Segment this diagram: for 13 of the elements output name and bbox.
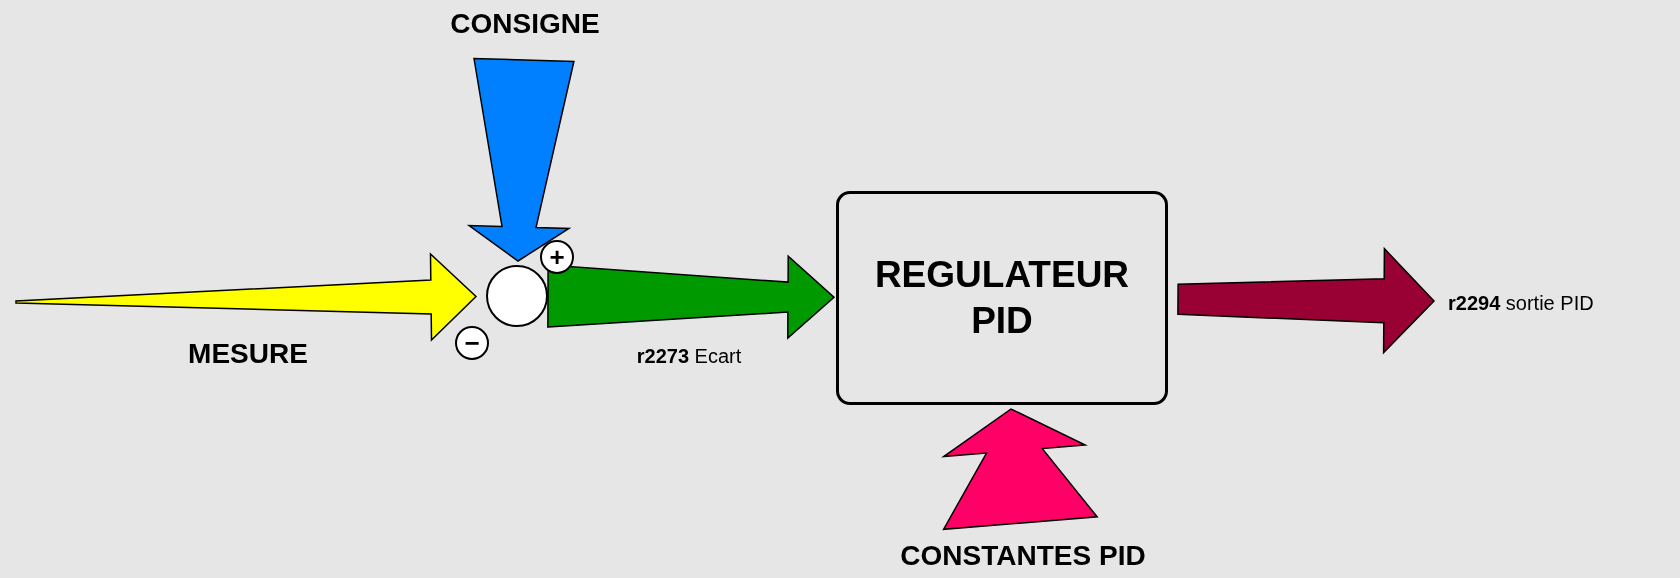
input-label: MESURE [188,337,308,371]
block-arrow [466,57,575,262]
block-arrow [15,252,478,342]
summing-junction [486,265,548,327]
minus-sign: − [455,326,489,360]
plus-sign: + [540,240,574,274]
block-arrow [1177,246,1436,355]
block-arrow [547,254,836,340]
input-label: CONSIGNE [450,7,600,41]
input-label: CONSTANTES PID [900,539,1146,573]
process-box: REGULATEUR PID [836,191,1168,405]
output-label: r2294 sortie PID [1448,291,1594,316]
block-arrow [941,408,1099,531]
